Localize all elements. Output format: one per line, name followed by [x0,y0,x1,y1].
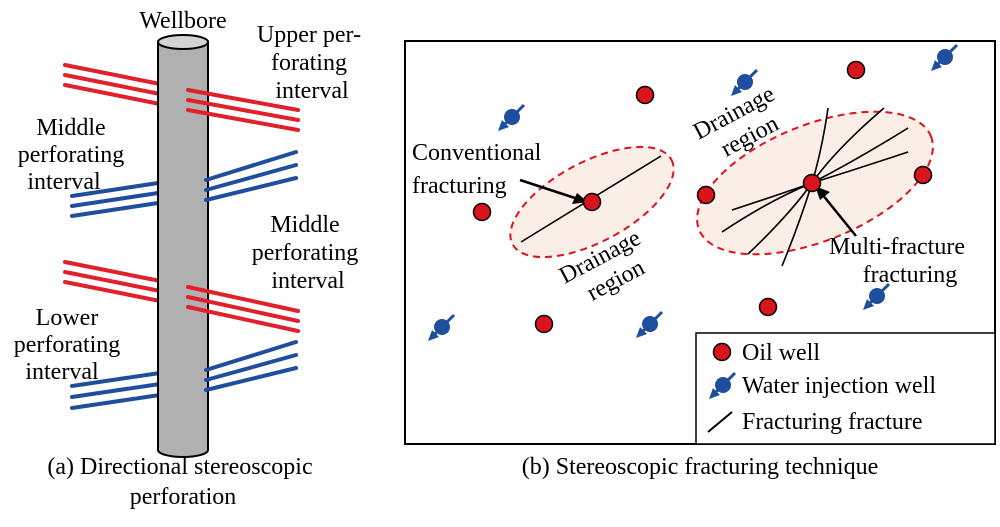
upper-interval-line-2: forating [271,50,347,76]
caption-a-line-2: perforation [130,484,237,510]
middle-perforation-right-2 [186,285,300,333]
water-injection-well [428,313,456,341]
legend-water-injection-well: Water injection well [742,373,936,399]
lower-perforation-right [204,340,298,392]
upper-interval-line-3: interval [275,78,349,104]
middle-right-line-3: interval [271,268,345,294]
wellbore [157,34,209,458]
legend-fracturing-fracture: Fracturing fracture [742,409,923,435]
lower-interval-label: Lower perforating interval [14,305,127,385]
middle-perforation-left-2 [63,260,162,303]
oil-well [696,185,716,205]
oil-well [758,297,778,317]
conventional-line-1: Conventional [412,140,542,166]
legend-fracture-marker [707,411,733,433]
water-injection-well [498,103,526,131]
middle-interval-left-label: Middle perforating interval [18,115,131,195]
middle-left-line-1: Middle [36,115,105,141]
lower-line-3: interval [25,359,99,385]
middle-perforation-right-1 [204,150,298,202]
water-injection-well [863,282,891,310]
upper-interval-line-1: Upper per- [257,22,361,48]
oil-well [913,165,933,185]
water-injection-wells [428,43,959,341]
caption-b: (b) Stereoscopic fracturing technique [522,454,879,480]
middle-right-line-1: Middle [270,212,339,238]
middle-left-line-3: interval [27,169,101,195]
lower-line-2: perforating [14,332,121,358]
wellbore-label: Wellbore [139,8,226,34]
middle-left-line-2: perforating [18,142,125,168]
legend-oil-well-marker [712,342,732,362]
legend: Oil well Water injection well Fracturing… [695,332,996,445]
panel-a: Wellbore Upper per- forating interval Mi… [14,8,367,510]
middle-interval-right-label: Middle perforating interval [252,212,365,294]
multi-line-1: Multi-fracture [829,234,965,260]
oil-well [472,202,492,222]
water-injection-well [636,310,664,338]
oil-well [846,60,866,80]
upper-perforation-right [186,88,300,132]
caption-a-line-1: (a) Directional stereoscopic [47,454,312,480]
legend-water-well-marker [709,371,737,399]
oil-well [802,173,822,193]
multi-fracture-arrow [815,186,857,237]
water-injection-well [731,68,759,96]
oil-well [635,85,655,105]
multi-line-2: fracturing [863,262,958,288]
conventional-line-2: fracturing [412,173,507,199]
legend-box [695,332,996,445]
lower-line-1: Lower [36,305,99,331]
legend-oil-well: Oil well [742,340,820,366]
oil-well [582,192,602,212]
upper-perforation-left [63,63,162,106]
conventional-fracturing-label: Conventional fracturing [412,140,547,199]
caption-a: (a) Directional stereoscopic perforation [47,454,318,510]
oil-well [534,314,554,334]
water-injection-well [931,43,959,71]
middle-right-line-2: perforating [252,240,359,266]
multi-fracture-label: Multi-fracture fracturing [829,234,971,288]
panel-b: Conventional fracturing Drainage region … [404,40,996,480]
upper-interval-label: Upper per- forating interval [257,22,367,104]
